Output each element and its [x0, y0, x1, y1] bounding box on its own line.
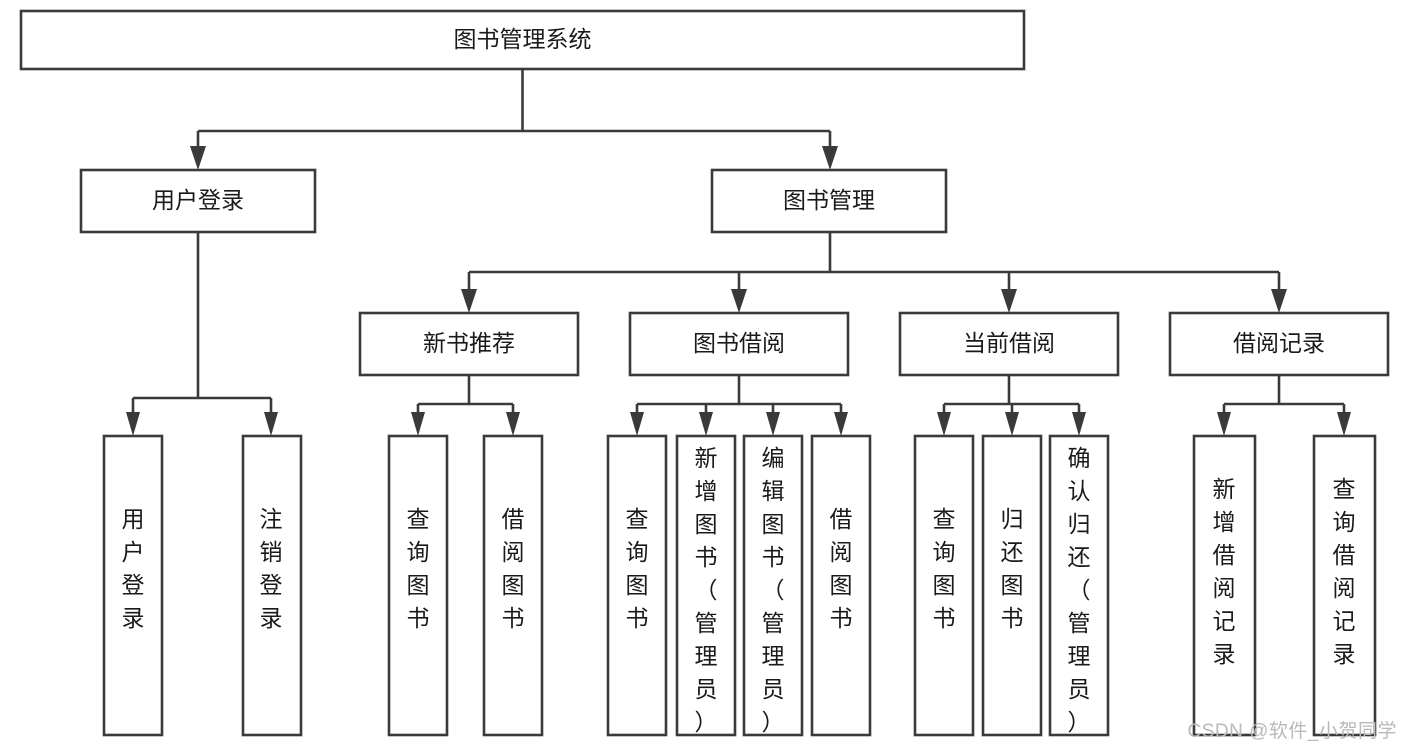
connector-group-book-borrow [630, 375, 848, 436]
node-borrow-record[interactable]: 借阅记录 [1168, 311, 1390, 377]
leaf-box-bb-3[interactable] [742, 434, 804, 737]
arrow-head-user-login-leaf-1 [126, 412, 140, 436]
node-current-borrow[interactable]: 当前借阅 [898, 311, 1120, 377]
leaf-box-bb-2[interactable] [675, 434, 737, 737]
leaf-label-bb-3: 编辑图书（管理员） [762, 445, 785, 735]
node-user-login[interactable]: 用户登录 [79, 168, 317, 234]
node-root-label: 图书管理系统 [454, 26, 592, 52]
leaf-label-bb-1: 查询图书 [626, 506, 649, 631]
leaf-box-cb-2[interactable] [981, 434, 1043, 737]
arrow-head-current-borrow [1001, 289, 1017, 313]
arrow-head-bb-leaf-2 [699, 412, 713, 436]
leaf-node-book-borrow-1[interactable]: 查询图书 [606, 434, 668, 737]
leaf-label-cb-3: 确认归还（管理员） [1068, 445, 1091, 735]
arrow-head-bb-leaf-4 [834, 412, 848, 436]
arrow-head-user-login [190, 146, 206, 170]
leaf-node-book-borrow-3[interactable]: 编辑图书（管理员） [742, 434, 804, 737]
node-current-borrow-label: 当前借阅 [963, 330, 1055, 356]
connector-group-borrow-record [1217, 375, 1351, 436]
node-borrow-record-box[interactable] [1168, 311, 1390, 377]
arrow-head-borrow-record [1271, 289, 1287, 313]
leaf-node-current-borrow-2[interactable]: 归还图书 [981, 434, 1043, 737]
leaf-label-cb-1: 查询图书 [933, 506, 956, 631]
leaf-box-cb-3[interactable] [1048, 434, 1110, 737]
leaf-box-cb-1[interactable] [913, 434, 975, 737]
node-book-borrow-label: 图书借阅 [693, 330, 785, 356]
leaf-node-new-book-recommend-2[interactable]: 借阅图书 [482, 434, 544, 737]
node-book-manage-label: 图书管理 [783, 187, 875, 213]
leaf-label-nbr-2: 借阅图书 [502, 506, 525, 631]
leaf-box-nbr-1[interactable] [387, 434, 449, 737]
leaf-node-book-borrow-4[interactable]: 借阅图书 [810, 434, 872, 737]
leaf-node-user-login-2[interactable]: 注销登录 [241, 434, 303, 737]
arrow-head-bb-leaf-3 [766, 412, 780, 436]
node-new-book-recommend-box[interactable] [358, 311, 580, 377]
leaf-label-user-login-1: 用户登录 [122, 506, 145, 631]
leaf-label-br-2: 查询借阅记录 [1333, 476, 1356, 667]
node-book-manage[interactable]: 图书管理 [710, 168, 948, 234]
leaf-node-borrow-record-1[interactable]: 新增借阅记录 [1192, 434, 1257, 737]
arrow-head-cb-leaf-3 [1072, 412, 1086, 436]
leaf-label-nbr-1: 查询图书 [407, 506, 430, 631]
node-book-borrow[interactable]: 图书借阅 [628, 311, 850, 377]
leaf-label-user-login-2: 注销登录 [260, 506, 283, 631]
connector-group-current-borrow [937, 375, 1086, 436]
arrow-head-book-manage [822, 146, 838, 170]
leaf-box-bb-1[interactable] [606, 434, 668, 737]
arrow-head-br-leaf-1 [1217, 412, 1231, 436]
node-root[interactable]: 图书管理系统 [19, 9, 1026, 71]
node-new-book-recommend-label: 新书推荐 [423, 330, 515, 356]
node-book-manage-box[interactable] [710, 168, 948, 234]
leaf-label-br-1: 新增借阅记录 [1213, 476, 1236, 667]
csdn-watermark: CSDN @软件_小贺同学 [1187, 721, 1397, 742]
leaf-box-user-login-1[interactable] [102, 434, 164, 737]
arrow-head-book-borrow [731, 289, 747, 313]
leaf-label-cb-2: 归还图书 [1001, 506, 1024, 631]
node-root-box[interactable] [19, 9, 1026, 71]
arrow-head-cb-leaf-1 [937, 412, 951, 436]
leaf-node-borrow-record-2[interactable]: 查询借阅记录 [1312, 434, 1377, 737]
arrow-head-br-leaf-2 [1337, 412, 1351, 436]
node-user-login-label: 用户登录 [152, 187, 244, 213]
leaf-node-new-book-recommend-1[interactable]: 查询图书 [387, 434, 449, 737]
node-current-borrow-box[interactable] [898, 311, 1120, 377]
leaf-box-user-login-2[interactable] [241, 434, 303, 737]
leaf-node-current-borrow-1[interactable]: 查询图书 [913, 434, 975, 737]
leaf-box-nbr-2[interactable] [482, 434, 544, 737]
arrow-head-nbr-leaf-1 [411, 412, 425, 436]
leaf-node-current-borrow-3[interactable]: 确认归还（管理员） [1048, 434, 1110, 737]
connector-group-book-manage [461, 232, 1287, 313]
arrow-head-bb-leaf-1 [630, 412, 644, 436]
node-book-borrow-box[interactable] [628, 311, 850, 377]
connector-group-root [190, 69, 838, 170]
arrow-head-nbr-leaf-2 [506, 412, 520, 436]
node-new-book-recommend[interactable]: 新书推荐 [358, 311, 580, 377]
leaf-node-user-login-1[interactable]: 用户登录 [102, 434, 164, 737]
arrow-head-user-login-leaf-2 [264, 412, 278, 436]
leaf-label-bb-4: 借阅图书 [830, 506, 853, 631]
node-borrow-record-label: 借阅记录 [1233, 330, 1325, 356]
leaf-box-br-1[interactable] [1192, 434, 1257, 737]
node-user-login-box[interactable] [79, 168, 317, 234]
arrow-head-cb-leaf-2 [1005, 412, 1019, 436]
leaf-box-bb-4[interactable] [810, 434, 872, 737]
connector-group-new-book-recommend [411, 375, 520, 436]
leaf-node-book-borrow-2[interactable]: 新增图书（管理员） [675, 434, 737, 737]
connector-group-user-login [126, 232, 278, 436]
leaf-box-br-2[interactable] [1312, 434, 1377, 737]
leaf-label-bb-2: 新增图书（管理员） [695, 445, 718, 735]
arrow-head-new-book-recommend [461, 289, 477, 313]
